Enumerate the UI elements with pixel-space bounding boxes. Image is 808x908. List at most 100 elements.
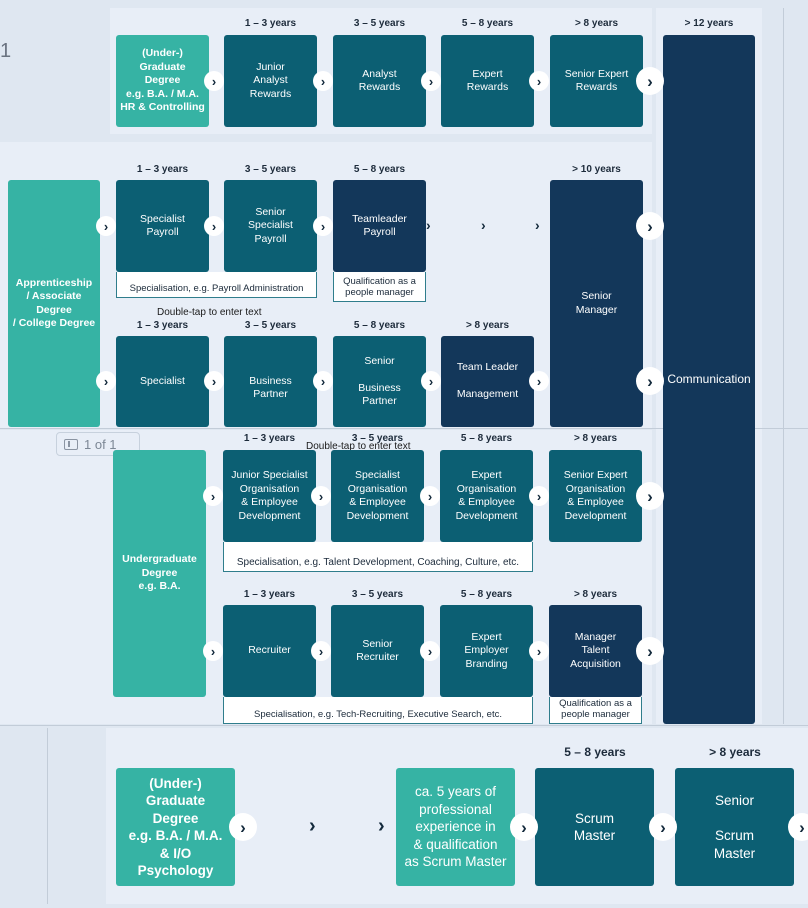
chevron-right-icon: › [636, 637, 664, 665]
chevron-right-icon: › [313, 216, 333, 236]
chevron-right-icon: › [96, 371, 116, 391]
chevron-right-icon: › [203, 486, 223, 506]
role-box[interactable]: Scrum Master [535, 768, 654, 886]
text-placeholder-hint[interactable]: Double-tap to enter text [306, 441, 411, 452]
chevron-right-icon: › [378, 815, 385, 837]
chevron-right-icon: › [204, 371, 224, 391]
senior-manager-box[interactable]: Senior Manager [550, 180, 643, 427]
chevron-right-icon: › [636, 367, 664, 395]
year-label: 3 – 5 years [244, 164, 297, 175]
role-box[interactable]: Team Leader Management [441, 336, 534, 427]
chevron-right-icon: › [636, 212, 664, 240]
role-box[interactable]: Expert Employer Branding [440, 605, 533, 697]
year-label: 5 – 8 years [460, 589, 513, 600]
year-label: > 8 years [574, 18, 619, 29]
specialisation-bracket: Specialisation, e.g. Talent Development,… [223, 542, 533, 572]
undergrad-panel [0, 430, 652, 724]
chevron-right-icon: › [649, 813, 677, 841]
role-box[interactable]: Senior Specialist Payroll [224, 180, 317, 272]
role-box[interactable]: Teamleader Payroll [333, 180, 426, 272]
role-box[interactable]: Senior Recruiter [331, 605, 424, 697]
page-number: 1 [0, 40, 12, 62]
role-box[interactable]: Manager Talent Acquisition [549, 605, 642, 697]
role-box[interactable]: Senior Scrum Master [675, 768, 794, 886]
year-label: 1 – 3 years [136, 164, 189, 175]
chevron-right-icon: › [529, 486, 549, 506]
year-label: > 8 years [465, 320, 510, 331]
chevron-right-icon: › [529, 371, 549, 391]
year-label: > 10 years [572, 164, 621, 175]
year-label: 3 – 5 years [351, 433, 404, 444]
year-label: 5 – 8 years [460, 433, 513, 444]
year-label: 5 – 8 years [564, 745, 626, 759]
chevron-right-icon: › [636, 482, 664, 510]
role-box[interactable]: Junior Analyst Rewards [224, 35, 317, 127]
qualification-bracket: Qualification as a people manager [333, 272, 426, 302]
role-box[interactable]: Specialist [116, 336, 209, 427]
role-box[interactable]: Recruiter [223, 605, 316, 697]
chevron-right-icon: › [529, 71, 549, 91]
chevron-right-icon: › [426, 217, 431, 233]
chevron-right-icon: › [636, 67, 664, 95]
year-label: 3 – 5 years [244, 320, 297, 331]
year-label: 3 – 5 years [353, 18, 406, 29]
year-label: > 8 years [709, 745, 761, 759]
year-label: 1 – 3 years [244, 18, 297, 29]
year-label: 3 – 5 years [351, 589, 404, 600]
entry-box-graduate-hr[interactable]: (Under-) Graduate Degree e.g. B.A. / M.A… [116, 35, 209, 127]
chevron-right-icon: › [309, 815, 316, 837]
year-label: > 12 years [684, 18, 734, 29]
chevron-right-icon: › [421, 71, 441, 91]
entry-box-undergraduate[interactable]: Undergraduate Degree e.g. B.A. [113, 450, 206, 697]
chevron-right-icon: › [420, 486, 440, 506]
year-label: 5 – 8 years [353, 320, 406, 331]
chevron-right-icon: › [204, 71, 224, 91]
chevron-right-icon: › [313, 71, 333, 91]
year-label: 5 – 8 years [461, 18, 514, 29]
slides-icon [64, 438, 78, 450]
chevron-right-icon: › [203, 641, 223, 661]
chevron-right-icon: › [788, 813, 808, 841]
chevron-right-icon: › [510, 813, 538, 841]
chevron-right-icon: › [421, 371, 441, 391]
chevron-right-icon: › [311, 486, 331, 506]
role-box[interactable]: Specialist Organisation & Employee Devel… [331, 450, 424, 542]
year-label: 5 – 8 years [353, 164, 406, 175]
specialisation-bracket: Specialisation, e.g. Tech-Recruiting, Ex… [223, 697, 533, 724]
role-box[interactable]: Specialist Payroll [116, 180, 209, 272]
chevron-right-icon: › [535, 217, 540, 233]
divider [47, 728, 48, 904]
year-label: 1 – 3 years [243, 433, 296, 444]
role-box[interactable]: Analyst Rewards [333, 35, 426, 127]
chevron-right-icon: › [420, 641, 440, 661]
role-box[interactable]: Senior Expert Organisation & Employee De… [549, 450, 642, 542]
divider [0, 428, 808, 429]
year-label: > 8 years [573, 433, 618, 444]
chevron-right-icon: › [313, 371, 333, 391]
year-label: > 8 years [573, 589, 618, 600]
role-box[interactable]: Senior Business Partner [333, 336, 426, 427]
year-label: 1 – 3 years [243, 589, 296, 600]
chevron-right-icon: › [229, 813, 257, 841]
entry-box-graduate-psychology[interactable]: (Under-) Graduate Degree e.g. B.A. / M.A… [116, 768, 235, 886]
role-box[interactable]: Expert Rewards [441, 35, 534, 127]
role-box[interactable]: Business Partner [224, 336, 317, 427]
entry-box-apprenticeship[interactable]: Apprenticeship / Associate Degree / Coll… [8, 180, 100, 427]
specialisation-bracket: Specialisation, e.g. Payroll Administrat… [116, 272, 317, 298]
chevron-right-icon: › [96, 216, 116, 236]
chevron-right-icon: › [481, 217, 486, 233]
prerequisite-box[interactable]: ca. 5 years of professional experience i… [396, 768, 515, 886]
chevron-right-icon: › [204, 216, 224, 236]
divider [0, 725, 808, 726]
divider [783, 8, 784, 724]
page-indicator-label: 1 of 1 [84, 436, 117, 452]
role-box[interactable]: Expert Organisation & Employee Developme… [440, 450, 533, 542]
qualification-bracket: Qualification as a people manager [549, 697, 642, 724]
chevron-right-icon: › [529, 641, 549, 661]
role-box[interactable]: Senior Expert Rewards [550, 35, 643, 127]
communication-column[interactable]: Communication [663, 35, 755, 724]
chevron-right-icon: › [311, 641, 331, 661]
role-box[interactable]: Junior Specialist Organisation & Employe… [223, 450, 316, 542]
text-placeholder-hint[interactable]: Double-tap to enter text [157, 307, 262, 318]
year-label: 1 – 3 years [136, 320, 189, 331]
